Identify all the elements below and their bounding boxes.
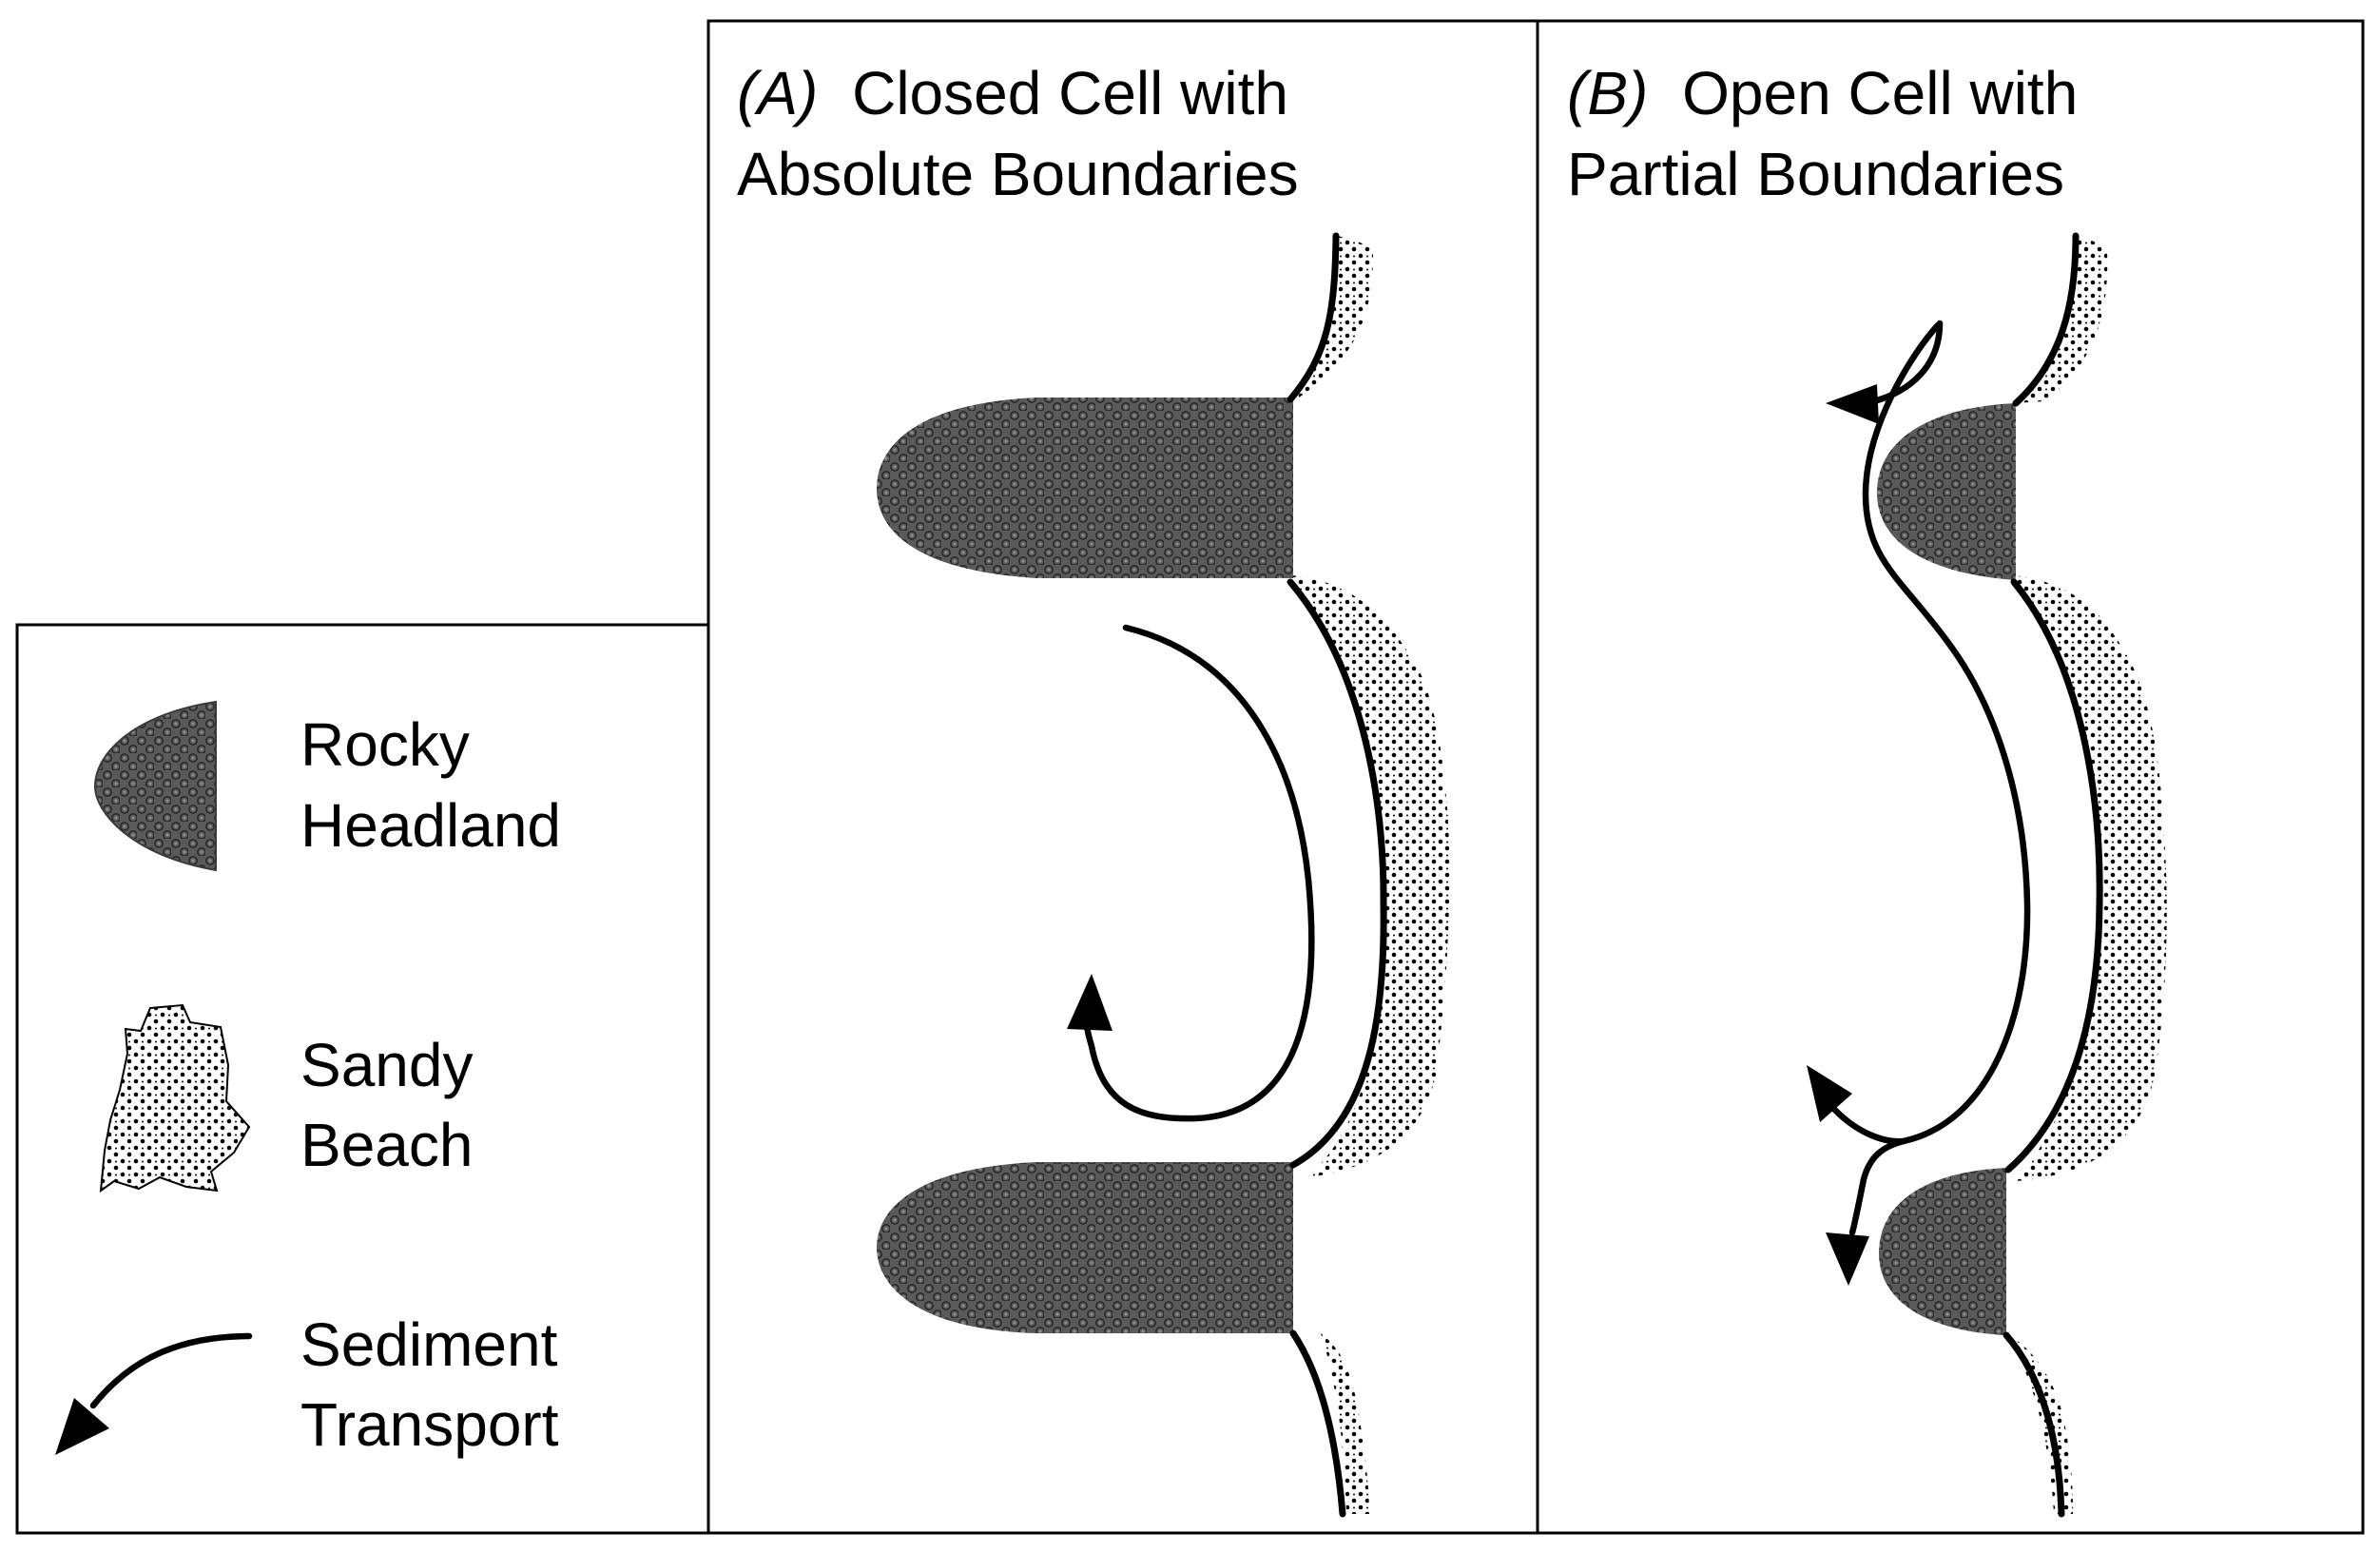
panel-b-beach-middle [2014,575,2167,1181]
panel-a-sediment-arrowhead-icon [1067,974,1113,1031]
panel-b-sediment-arrowhead-middle-icon [1807,1065,1852,1122]
panel-b-sediment-transport-lower-branch [1827,1101,1907,1145]
legend-item-rocky-headland: Rocky Headland [93,700,561,872]
legend-label-sediment-line2: Transport [300,1390,559,1459]
legend-label-rocky-line1: Rocky [300,710,470,779]
panel-b-letter: (B) [1567,59,1648,127]
panel-a-coastline-bottom [1289,1329,1346,1518]
panel-b-title-text: Open Cell with [1682,59,2078,127]
panel-a-title-line2: Absolute Boundaries [737,140,1299,208]
panel-a-headland-top [877,398,1293,578]
panel-a-beach-middle [1290,575,1450,1177]
legend-label-rocky-line2: Headland [300,791,561,860]
panel-a-headland-bottom [877,1162,1293,1333]
legend-item-sediment-transport: Sediment Transport [55,1310,559,1459]
panel-b-sediment-arrowhead-lower-icon [1826,1232,1869,1286]
panel-b-coastline-bottom [2003,1331,2065,1518]
panel-b-sediment-transport-main [1848,321,2031,1236]
panel-a-coastline-middle [1287,578,1387,1169]
panel-b-coastline-middle [2004,578,2103,1174]
legend-item-sandy-beach: Sandy Beach [99,1003,473,1193]
sandy-beach-icon [99,1003,251,1193]
panel-a-coastline-top [1287,232,1340,403]
panel-b-title-line2: Partial Boundaries [1567,140,2064,208]
panel-a-title-text: Closed Cell with [852,59,1288,127]
rocky-headland-icon [93,700,217,872]
legend-label-sandy-line2: Beach [300,1111,473,1179]
panel-b-title-line1: (B) Open Cell with [1567,59,2078,127]
panel-b-beach-top [2014,236,2108,403]
legend-label-sediment-line1: Sediment [300,1310,558,1379]
panel-a-letter: (A) [737,59,818,127]
sediment-transport-arrowhead-icon [55,1398,109,1455]
panel-b-sediment-arrowhead-upper-icon [1826,384,1879,424]
panel-a-title-line1: (A) Closed Cell with [737,59,1288,127]
legend: Rocky Headland Sandy Beach Sediment Tran… [15,623,710,1535]
panel-a-beach-bottom [1321,1333,1369,1514]
panel-b-headland-bottom [1879,1168,2006,1335]
sediment-transport-arrow-icon [89,1332,253,1409]
panel-b-headland-top [1877,403,2016,580]
panel-a: (A) Closed Cell with Absolute Boundaries [706,19,1539,1535]
panel-b: (B) Open Cell with Partial Boundaries [1536,19,2365,1535]
panel-a-sediment-transport-path [1082,624,1315,1122]
panel-b-coastline-top [2012,232,2080,407]
legend-label-sandy-line1: Sandy [300,1031,473,1099]
